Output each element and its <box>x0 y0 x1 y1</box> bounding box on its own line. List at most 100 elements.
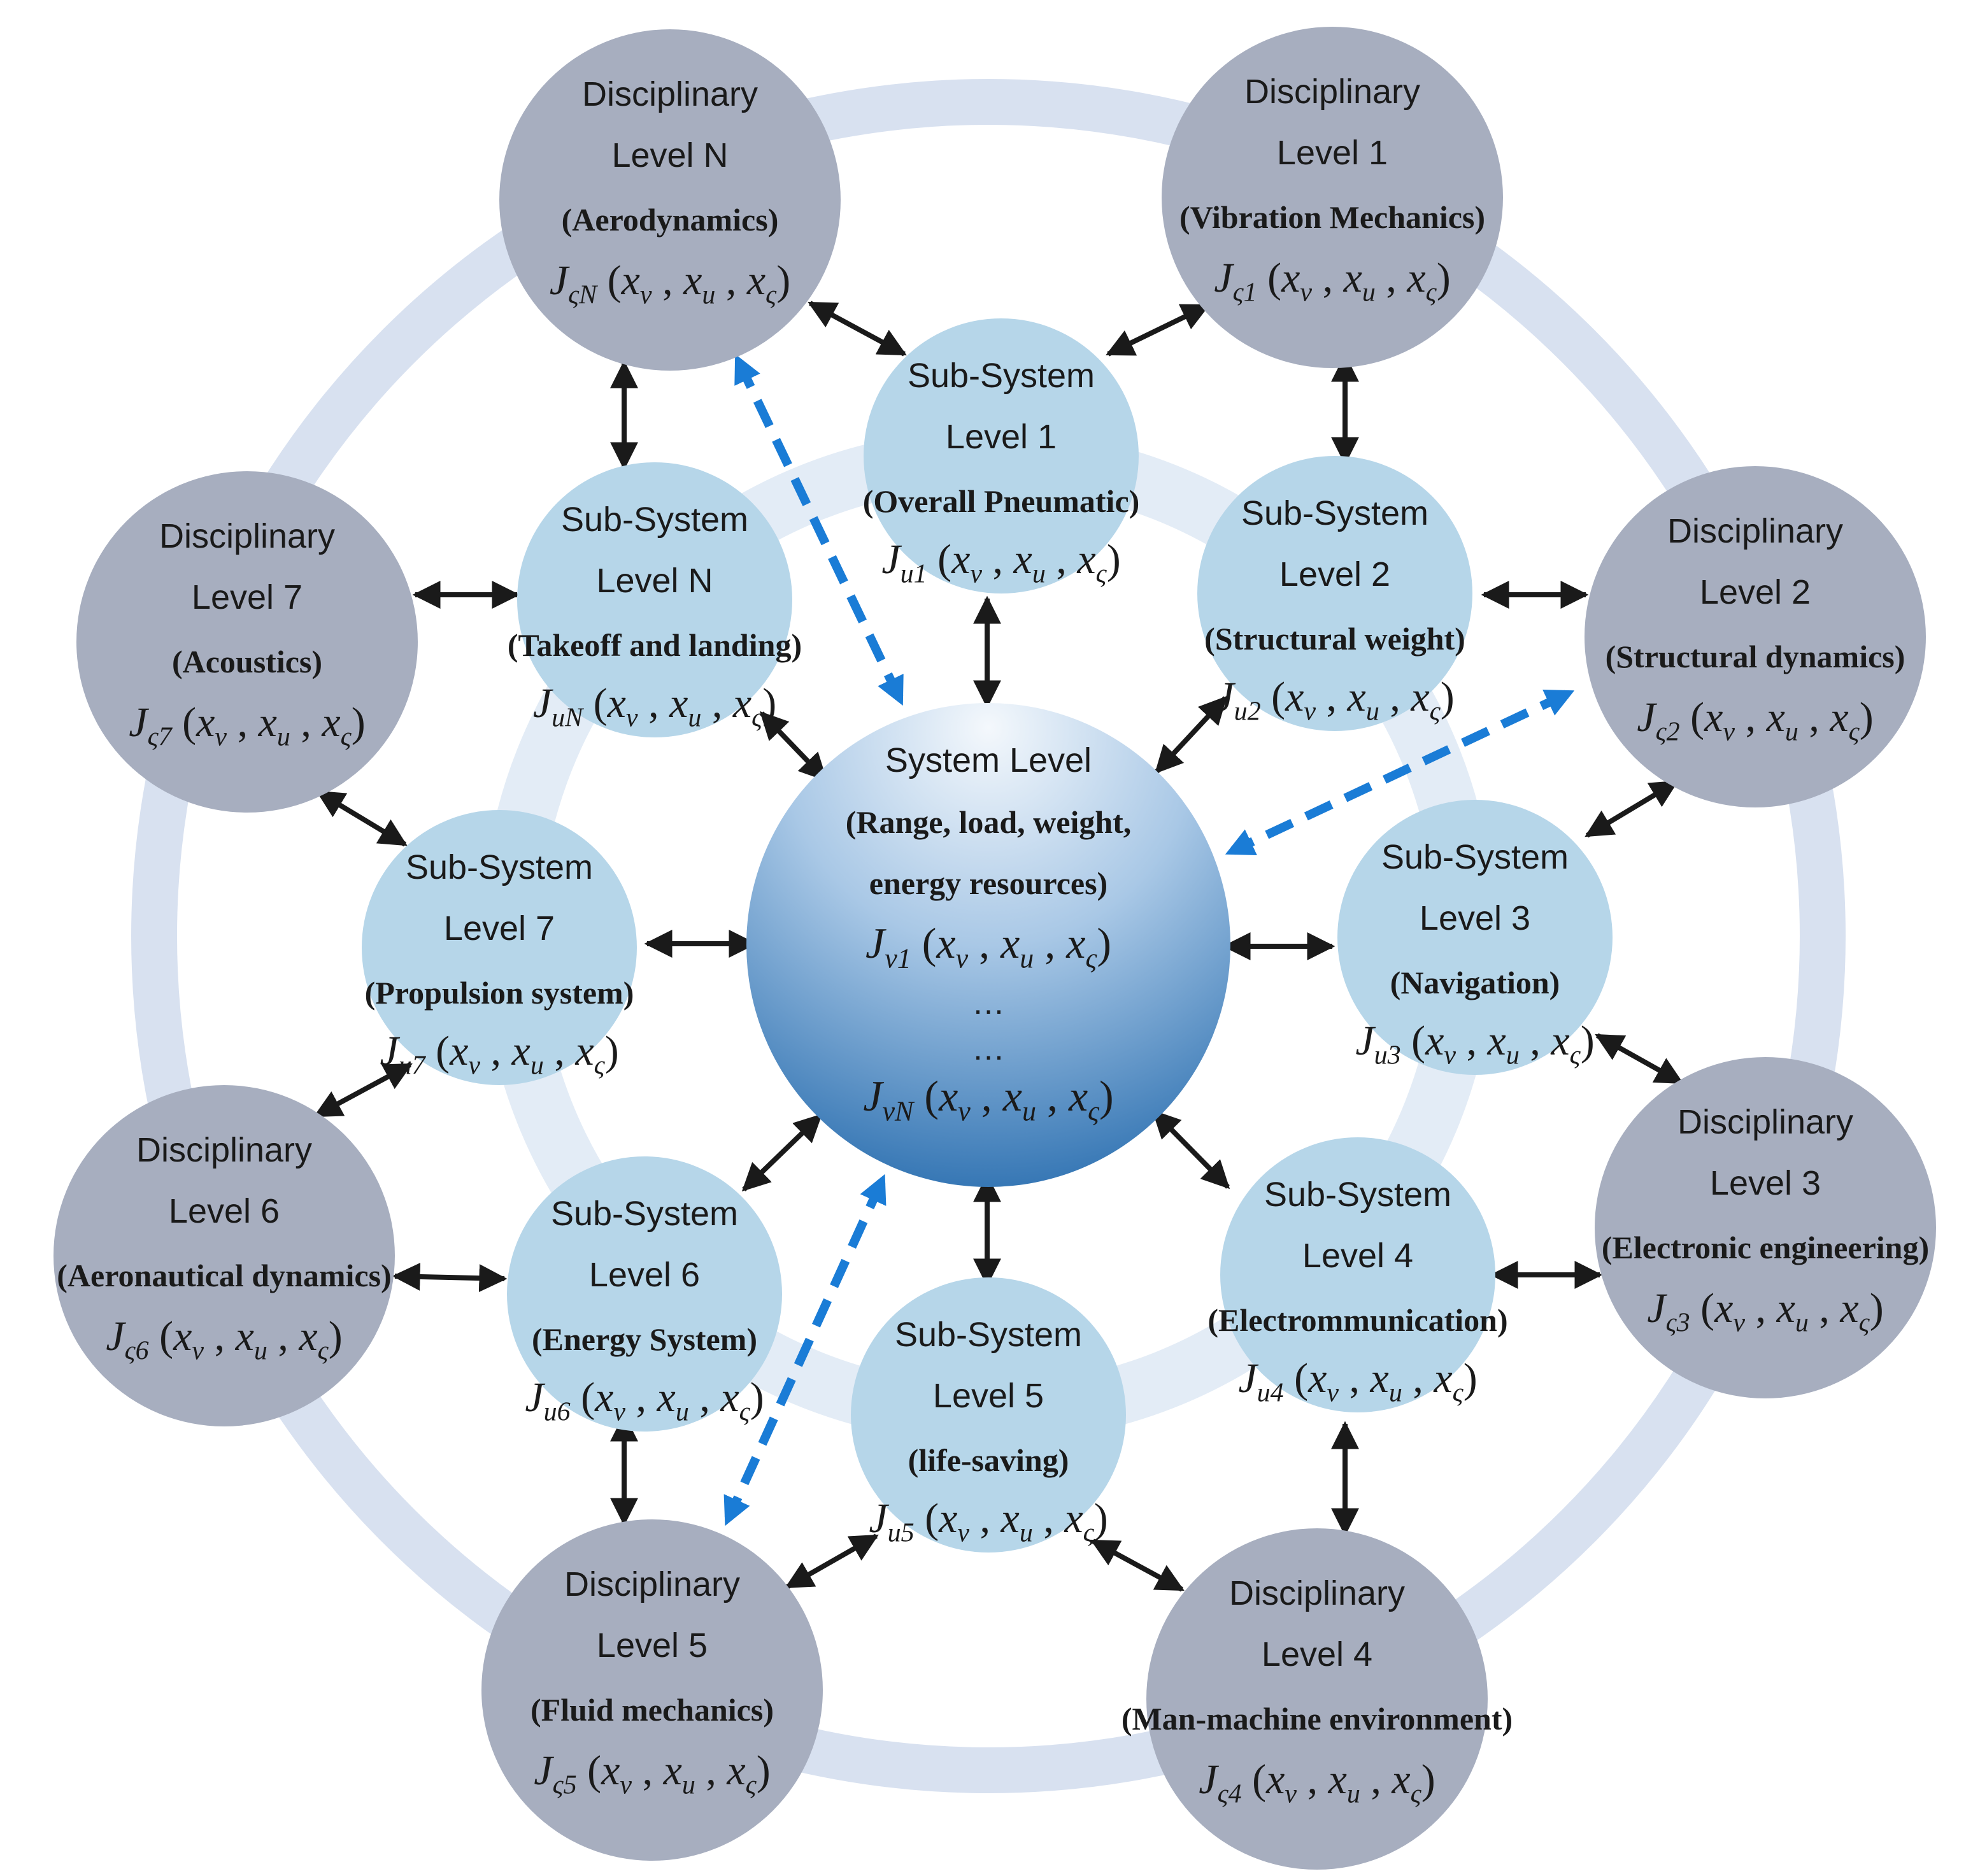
disciplinary-title: Disciplinary <box>564 1565 740 1603</box>
dashed-coupling-arrow <box>734 353 904 706</box>
system-level-dots-1: … <box>972 984 1005 1021</box>
system-level-line1: (Range, load, weight, <box>846 804 1132 840</box>
subsystem-formula: JuN (xv , xu , xς) <box>533 680 776 733</box>
subsystem-subject: (Propulsion system) <box>365 975 634 1011</box>
disciplinary-circle <box>1162 27 1503 368</box>
bidirectional-arrow <box>1595 1033 1684 1085</box>
subsystem-subject: (life-saving) <box>908 1442 1069 1478</box>
disciplinary-formula: Jς2 (xv , xu , xς) <box>1637 694 1873 747</box>
disciplinary-title: Disciplinary <box>1667 512 1843 550</box>
disciplinary-formula: Jς6 (xv , xu , xς) <box>106 1313 342 1366</box>
subsystem-subject: (Energy System) <box>532 1321 757 1357</box>
subsystem-subject: (Electrommunication) <box>1207 1302 1507 1338</box>
subsystem-formula: Ju3 (xv , xu , xς) <box>1355 1018 1594 1070</box>
subsystem-level-label: Level 5 <box>933 1377 1044 1415</box>
system-level-node: System Level (Range, load, weight, energ… <box>746 703 1230 1187</box>
disciplinary-level-label: Level 5 <box>597 1626 708 1665</box>
dashed-coupling-arrow <box>1225 690 1575 855</box>
disciplinary-subject: (Fluid mechanics) <box>531 1692 774 1728</box>
subsystem-formula: Ju6 (xv , xu , xς) <box>525 1374 764 1427</box>
subsystem-level-label: Level 4 <box>1302 1237 1413 1275</box>
subsystem-formula: Ju5 (xv , xu , xς) <box>869 1495 1107 1548</box>
connector-arrows <box>313 301 1684 1592</box>
subsystem-title: Sub-System <box>551 1195 738 1233</box>
disciplinary-subject: (Vibration Mechanics) <box>1179 199 1485 235</box>
bidirectional-arrow <box>1585 779 1679 838</box>
disciplinary-subject: (Structural dynamics) <box>1606 639 1905 674</box>
bidirectional-arrow <box>759 711 828 782</box>
subsystem-circle <box>362 810 637 1085</box>
disciplinary-formula: Jς1 (xv , xu , xς) <box>1214 255 1450 308</box>
disciplinary-subject: (Acoustics) <box>172 644 322 679</box>
subsystem-subject: (Takeoff and landing) <box>508 627 802 663</box>
dashed-arrows <box>723 353 1575 1526</box>
subsystem-subject: (Overall Pneumatic) <box>863 483 1140 519</box>
subsystem-level-label: Level 7 <box>444 909 555 948</box>
bidirectional-arrow <box>1106 303 1210 357</box>
subsystem-level-label: Level 3 <box>1420 899 1530 937</box>
disciplinary-circle <box>1146 1528 1488 1870</box>
bidirectional-arrow <box>1155 695 1227 774</box>
subsystem-circle <box>507 1156 782 1432</box>
disciplinary-title: Disciplinary <box>1244 73 1420 111</box>
disciplinary-circle <box>481 1519 823 1861</box>
system-level-formula-1: Jv1 (xv , xu , xς) <box>865 919 1111 974</box>
disciplinary-level-label: Level 3 <box>1710 1164 1821 1202</box>
system-level-dots-2: … <box>972 1030 1005 1067</box>
disciplinary-formula: Jς4 (xv , xu , xς) <box>1199 1756 1435 1809</box>
bidirectional-arrow <box>741 1113 823 1192</box>
disciplinary-level-label: Level 7 <box>192 578 303 616</box>
disciplinary-formula: Jς3 (xv , xu , xς) <box>1647 1285 1883 1338</box>
disciplinary-title: Disciplinary <box>136 1131 312 1169</box>
subsystem-circle <box>517 462 792 737</box>
disciplinary-title: Disciplinary <box>582 75 758 113</box>
subsystem-level-label: Level 2 <box>1279 555 1390 593</box>
disciplinary-level-label: Level 6 <box>169 1192 280 1230</box>
disciplinary-circle <box>1595 1057 1936 1398</box>
bidirectional-arrow <box>808 301 907 357</box>
subsystem-formula: Ju1 (xv , xu , xς) <box>881 536 1120 589</box>
system-level-circle <box>746 703 1230 1187</box>
disciplinary-circle <box>76 471 418 813</box>
bidirectional-arrow <box>1090 1538 1185 1592</box>
subsystem-circle <box>851 1277 1126 1553</box>
disciplinary-level-label: Level 2 <box>1700 573 1811 611</box>
subsystem-title: Sub-System <box>1381 838 1569 876</box>
disciplinary-level-label: Level 4 <box>1262 1635 1372 1673</box>
subsystem-circle <box>864 318 1139 593</box>
subsystem-formula: Ju7 (xv , xu , xς) <box>380 1028 618 1081</box>
disciplinary-formula: Jς7 (xv , xu , xς) <box>129 699 365 752</box>
subsystem-level-label: Level 6 <box>589 1256 700 1294</box>
disciplinary-title: Disciplinary <box>1229 1574 1405 1612</box>
subsystem-circle <box>1337 800 1613 1075</box>
disciplinary-title: Disciplinary <box>1677 1103 1853 1141</box>
disciplinary-circle <box>499 29 841 371</box>
subsystem-subject: (Navigation) <box>1390 965 1560 1000</box>
outer-ring <box>131 79 1846 1793</box>
subsystem-circle <box>1197 456 1472 731</box>
bidirectional-arrow <box>313 1062 413 1118</box>
disciplinary-title: Disciplinary <box>159 517 335 555</box>
disciplinary-subject: (Aeronautical dynamics) <box>57 1258 391 1293</box>
bidirectional-arrow <box>785 1533 879 1589</box>
system-level-line2: energy resources) <box>869 865 1107 901</box>
system-level-formula-n: JvN (xv , xu , xς) <box>863 1072 1113 1126</box>
subsystem-formula: Ju4 (xv , xu , xς) <box>1238 1355 1477 1408</box>
subsystem-title: Sub-System <box>406 848 593 886</box>
subsystem-formula: Ju2 (xv , xu , xς) <box>1215 674 1454 727</box>
disciplinary-level-label: Level 1 <box>1277 134 1388 172</box>
